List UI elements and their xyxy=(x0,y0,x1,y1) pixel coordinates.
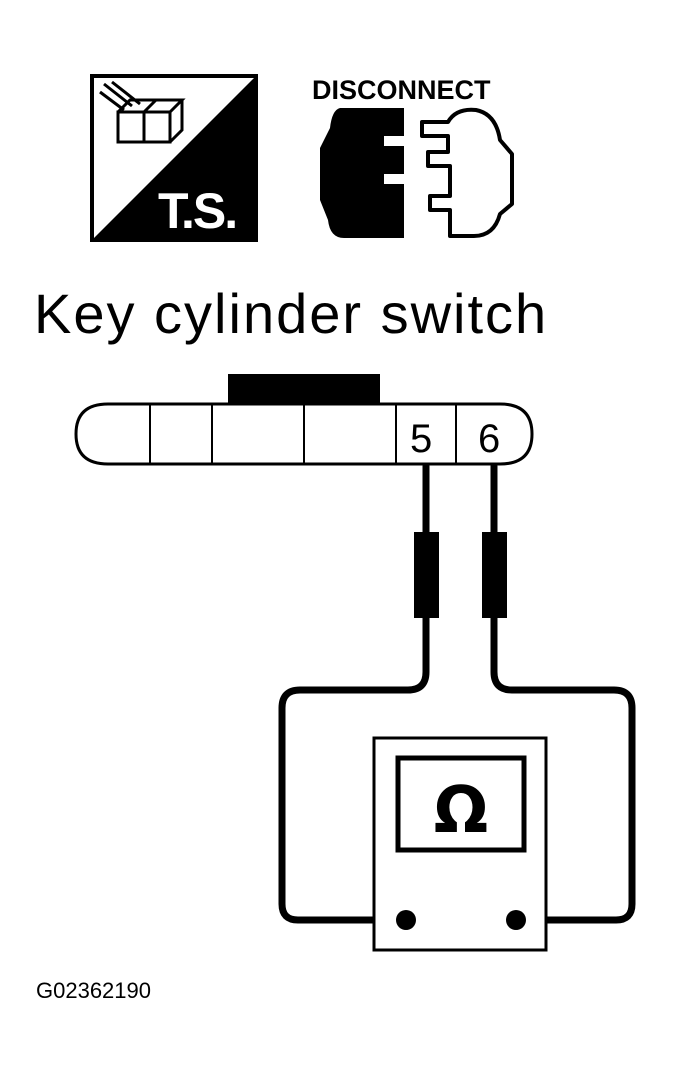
terminal-side-icon: T.S. xyxy=(90,74,258,242)
lead-right xyxy=(490,462,636,924)
ts-label: T.S. xyxy=(158,183,236,239)
probe-left xyxy=(414,532,439,618)
disconnect-icon: DISCONNECT xyxy=(312,75,514,238)
pin-5-label: 5 xyxy=(410,417,432,461)
pin-6-label: 6 xyxy=(478,417,500,461)
connector-cube-icon xyxy=(99,80,186,144)
lead-left xyxy=(278,462,430,924)
connector: 5 6 xyxy=(74,374,534,466)
ohmmeter: Ω xyxy=(372,736,548,952)
probe-right xyxy=(482,532,507,618)
terminal-right xyxy=(506,910,526,930)
disconnect-label: DISCONNECT xyxy=(312,75,491,105)
plug-left-icon xyxy=(320,108,404,238)
probe-leads xyxy=(278,462,636,924)
ohm-icon: Ω xyxy=(434,774,488,848)
diagram-title: Key cylinder switch xyxy=(34,282,548,345)
figure-code: G02362190 xyxy=(36,978,151,1003)
terminal-left xyxy=(396,910,416,930)
plug-right-icon xyxy=(420,107,514,238)
